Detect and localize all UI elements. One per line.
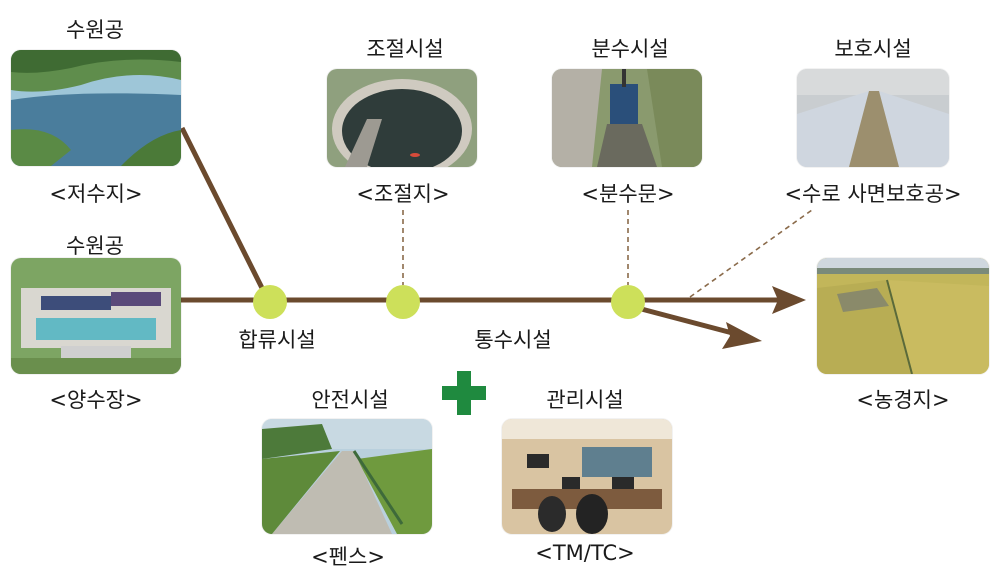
branch-flow-line bbox=[629, 303, 741, 338]
fence-photo bbox=[262, 419, 432, 534]
heading-management: 관리시설 bbox=[546, 388, 624, 412]
caption-slope-protection: <수로 사면보호공> bbox=[784, 182, 962, 206]
heading-safety: 안전시설 bbox=[311, 388, 389, 412]
caption-diversion-gate: <분수문> bbox=[581, 182, 675, 206]
heading-source-bottom: 수원공 bbox=[66, 234, 124, 258]
heading-source-top: 수원공 bbox=[66, 18, 124, 42]
protection-dashed bbox=[689, 209, 813, 298]
reservoir-photo bbox=[11, 50, 181, 166]
label-confluence: 합류시설 bbox=[238, 328, 316, 352]
pumping-station-photo bbox=[11, 258, 181, 374]
farmland-photo bbox=[817, 258, 989, 374]
reservoir-connector bbox=[179, 126, 271, 302]
caption-tmtc: <TM/TC> bbox=[535, 541, 635, 565]
caption-regulating-pond: <조절지> bbox=[356, 182, 450, 206]
branch-arrow-head-icon bbox=[722, 322, 762, 349]
caption-pumping-station: <양수장> bbox=[49, 388, 143, 412]
regulating-node bbox=[386, 285, 420, 319]
caption-farmland: <농경지> bbox=[856, 388, 950, 412]
slope-protection-photo bbox=[797, 69, 949, 167]
heading-protection: 보호시설 bbox=[834, 37, 912, 61]
heading-diversion: 분수시설 bbox=[591, 37, 669, 61]
regulating-pond-photo bbox=[327, 69, 477, 167]
main-arrow-head-icon bbox=[772, 286, 806, 314]
caption-fence: <펜스> bbox=[311, 545, 385, 569]
diversion-gate-photo bbox=[552, 69, 702, 167]
label-conveyance: 통수시설 bbox=[474, 328, 552, 352]
tmtc-photo bbox=[502, 419, 672, 534]
confluence-node bbox=[253, 285, 287, 319]
caption-reservoir: <저수지> bbox=[49, 182, 143, 206]
heading-regulation: 조절시설 bbox=[366, 37, 444, 61]
plus-icon bbox=[442, 371, 486, 415]
diversion-node bbox=[611, 285, 645, 319]
